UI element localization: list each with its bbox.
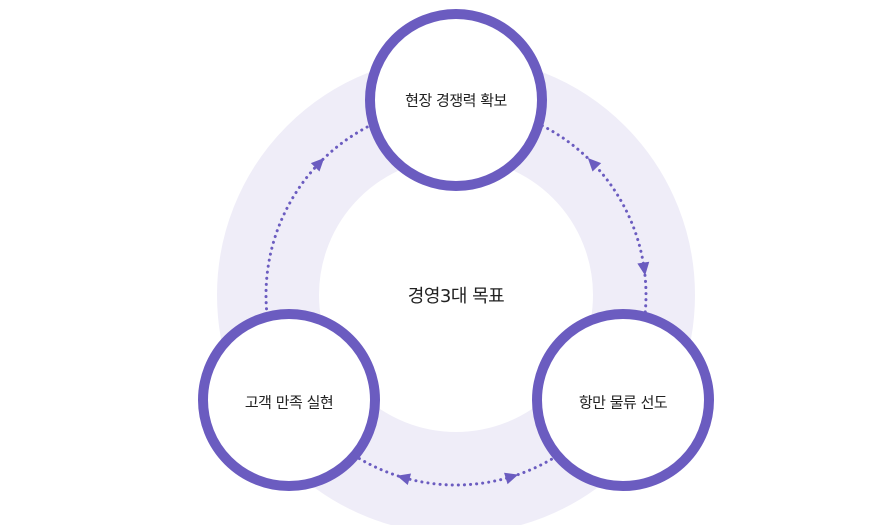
goal-circle-left	[198, 309, 380, 491]
center-title: 경영3대 목표	[407, 286, 505, 307]
dotted-arc-bottom	[353, 454, 559, 487]
goal-label-left: 고객 만족 실현	[244, 393, 334, 412]
goal-label-right: 항만 물류 선도	[578, 393, 668, 412]
arrowhead-icon	[637, 261, 650, 276]
dotted-arc-top-right	[540, 124, 648, 317]
dotted-arc-top-left	[264, 124, 372, 317]
goal-circle-right	[532, 309, 714, 491]
arrowhead-icon	[310, 157, 325, 172]
goal-label-top: 현장 경쟁력 확보	[405, 91, 507, 110]
goal-circle-top	[365, 9, 547, 191]
arrowhead-icon	[504, 472, 519, 485]
arrowhead-icon	[396, 473, 412, 486]
arrowhead-icon	[587, 157, 602, 172]
